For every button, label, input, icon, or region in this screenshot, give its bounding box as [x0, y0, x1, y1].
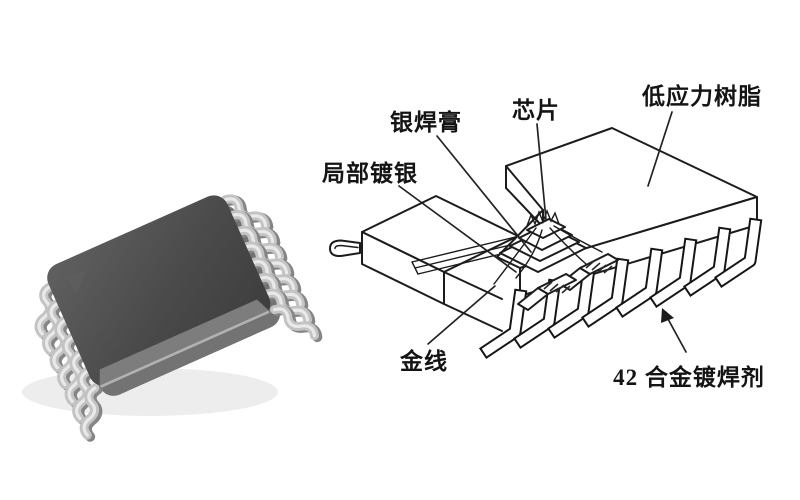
label-low-stress-resin: 低应力树脂: [641, 83, 762, 109]
bond-wire-crown: [526, 209, 560, 227]
label-42-alloy-solder-plating: 42 合金镀焊剂: [613, 364, 765, 390]
leader-lines: [398, 111, 687, 353]
leader-silver-solder-paste: [436, 135, 532, 253]
label-gold-wire: 金线: [399, 348, 448, 374]
ic-cutaway-diagram: 银焊膏 芯片 低应力树脂 局部镀银 金线 42 合金镀焊剂: [322, 83, 765, 390]
gold-wires: [493, 225, 603, 285]
leader-die: [536, 123, 547, 221]
leader-partial-silver-plating: [398, 185, 517, 273]
hatch-pad-2: [585, 260, 613, 274]
leader-gold-wire: [427, 285, 496, 345]
plated-lead-fingers: [517, 253, 619, 311]
hatch-pad-1: [543, 281, 571, 294]
label-partial-silver-plating: 局部镀银: [322, 160, 418, 186]
label-silver-solder-paste: 银焊膏: [390, 109, 462, 135]
leader-low-stress-resin: [647, 111, 673, 187]
tie-bar-tab: [329, 239, 361, 258]
ic-package-photo: [18, 179, 318, 439]
die-stack: [499, 209, 587, 273]
pin1-mark: [65, 270, 86, 294]
arrow-42-alloy: [661, 308, 687, 353]
chip-bevel-highlight: [100, 310, 270, 388]
label-die: 芯片: [512, 97, 560, 123]
chip-top-face: [47, 195, 271, 387]
